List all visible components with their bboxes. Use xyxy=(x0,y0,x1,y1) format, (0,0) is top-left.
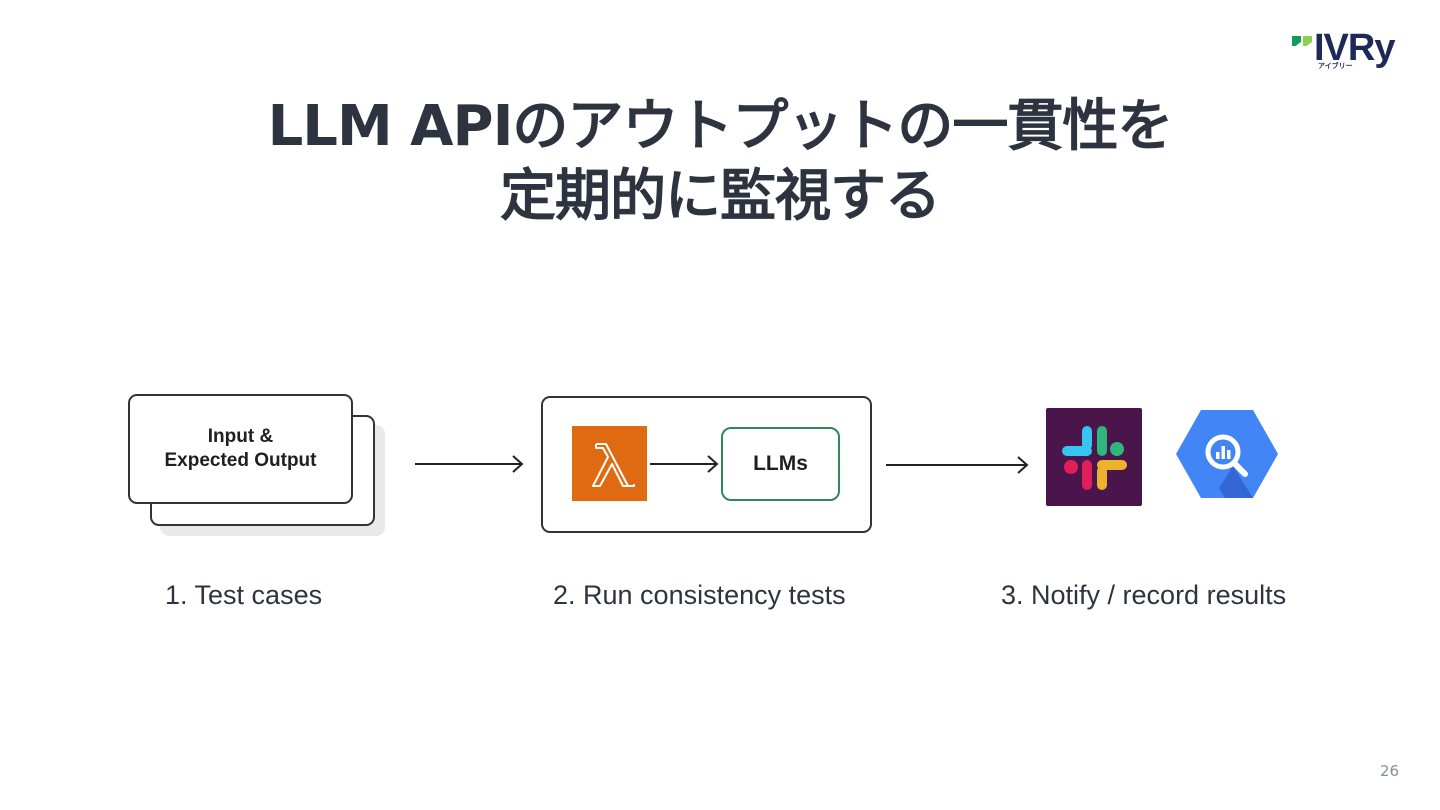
logo-mark-dark xyxy=(1292,36,1301,46)
logo-wordmark: IVRy xyxy=(1314,27,1395,69)
arrow-step1-to-step2 xyxy=(415,455,524,473)
slack-icon xyxy=(1046,408,1142,506)
arrow-step2-to-step3 xyxy=(886,456,1029,474)
title-line-1: LLM APIのアウトプットの一貫性を xyxy=(267,94,1174,159)
page-number: 26 xyxy=(1380,762,1400,780)
logo-subtext: アイブリー xyxy=(1318,62,1353,70)
bigquery-icon xyxy=(1176,410,1278,498)
step-1-caption: 1. Test cases xyxy=(165,580,323,610)
test-case-card: Input & Expected Output xyxy=(128,394,353,504)
ivry-logo: IVRy アイブリー xyxy=(1292,28,1412,74)
aws-lambda-icon xyxy=(572,426,647,501)
llms-box: LLMs xyxy=(721,427,840,501)
llms-label: LLMs xyxy=(753,452,808,475)
step-2-caption: 2. Run consistency tests xyxy=(553,580,846,610)
arrow-lambda-to-llms xyxy=(650,455,719,473)
title-line-2: 定期的に監視する xyxy=(500,164,941,229)
test-case-card-text: Input & Expected Output xyxy=(164,426,317,471)
step-3-caption: 3. Notify / record results xyxy=(1001,580,1287,610)
slide-title: LLM APIのアウトプットの一貫性を 定期的に監視する xyxy=(0,92,1440,232)
logo-mark-light xyxy=(1303,36,1312,46)
